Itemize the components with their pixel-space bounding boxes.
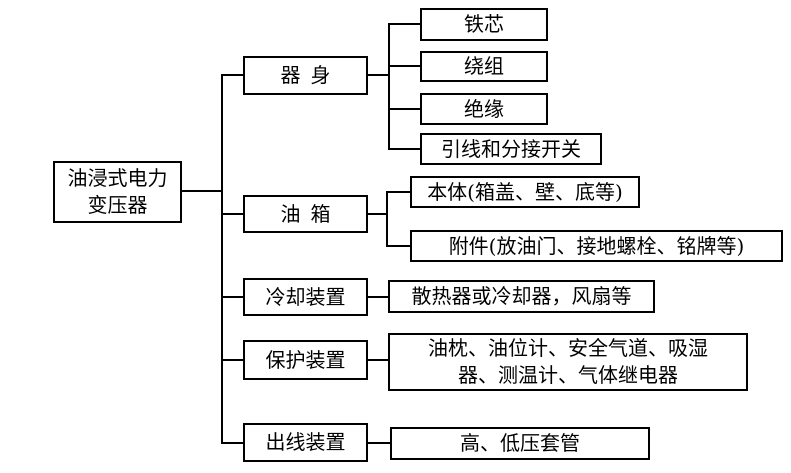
connector-body-spine — [388, 23, 390, 150]
leaf-label: 引线和分接开关 — [441, 136, 581, 161]
leaf-node-protection-components: 油枕、油位计、安全气道、吸湿 器、测温计、气体继电器 — [388, 333, 748, 391]
leaf-label: 本体(箱盖、壁、底等) — [427, 179, 623, 204]
connector-stub-tank-body — [386, 191, 412, 193]
branch-node-outlet-device: 出线装置 — [243, 423, 368, 462]
branch-node-oil-tank: 油箱 — [243, 195, 368, 233]
connector-stub-protection — [221, 359, 245, 361]
leaf-label: 绝缘 — [464, 96, 504, 121]
leaf-label: 高、低压套管 — [460, 431, 580, 455]
leaf-node-tank-accessories: 附件(放油门、接地螺栓、铭牌等) — [410, 230, 783, 262]
leaf-node-hv-lv-bushings: 高、低压套管 — [390, 427, 650, 460]
connector-stub-iron-core — [388, 23, 422, 25]
branch-node-protection-device: 保护装置 — [243, 340, 368, 380]
branch-node-cooling-device: 冷却装置 — [243, 278, 368, 316]
leaf-label: 绕组 — [464, 54, 504, 78]
connector-oil-tank-spine — [386, 191, 388, 247]
leaf-node-insulation: 绝缘 — [420, 93, 548, 125]
root-label-line1: 油浸式电力 — [67, 166, 168, 190]
connector-stub-oil-tank — [221, 213, 245, 215]
connector-trunk-spine — [221, 74, 223, 444]
leaf-node-radiator-cooler-fan: 散热器或冷却器，风扇等 — [388, 280, 655, 313]
branch-node-body: 器身 — [243, 56, 368, 95]
leaf-node-iron-core: 铁芯 — [420, 8, 548, 41]
leaf-node-winding: 绕组 — [420, 51, 548, 82]
leaf-label: 铁芯 — [464, 12, 504, 36]
root-node-transformer: 油浸式电力 变压器 — [53, 161, 182, 223]
connector-stub-leads — [388, 148, 422, 150]
connector-protection-h — [366, 359, 390, 361]
branch-label: 冷却装置 — [265, 284, 346, 309]
connector-stub-cooling — [221, 296, 245, 298]
leaf-label: 散热器或冷却器，风扇等 — [411, 284, 632, 308]
branch-label: 保护装置 — [265, 347, 346, 372]
connector-stub-body — [221, 74, 245, 76]
leaf-label: 附件(放油门、接地螺栓、铭牌等) — [448, 233, 745, 258]
connector-root-trunk — [180, 190, 223, 192]
connector-oil-tank-h — [366, 213, 388, 215]
leaf-node-tank-body: 本体(箱盖、壁、底等) — [410, 176, 640, 208]
leaf-label-line1: 油枕、油位计、安全气道、吸湿 — [428, 336, 708, 360]
branch-label: 油箱 — [280, 201, 341, 226]
leaf-node-leads-and-tap-changer: 引线和分接开关 — [420, 133, 602, 165]
leaf-label-line2: 器、测温计、气体继电器 — [458, 363, 678, 387]
connector-cooling-h — [366, 296, 390, 298]
connector-stub-outlet — [221, 442, 245, 444]
connector-stub-insulation — [388, 108, 422, 110]
connector-outlet-h — [366, 442, 392, 444]
root-label-line2: 变压器 — [87, 193, 148, 217]
connector-stub-tank-accessories — [386, 245, 412, 247]
connector-body-h — [366, 74, 390, 76]
branch-label: 出线装置 — [265, 430, 346, 454]
connector-stub-winding — [388, 65, 422, 67]
branch-label: 器身 — [280, 63, 341, 87]
